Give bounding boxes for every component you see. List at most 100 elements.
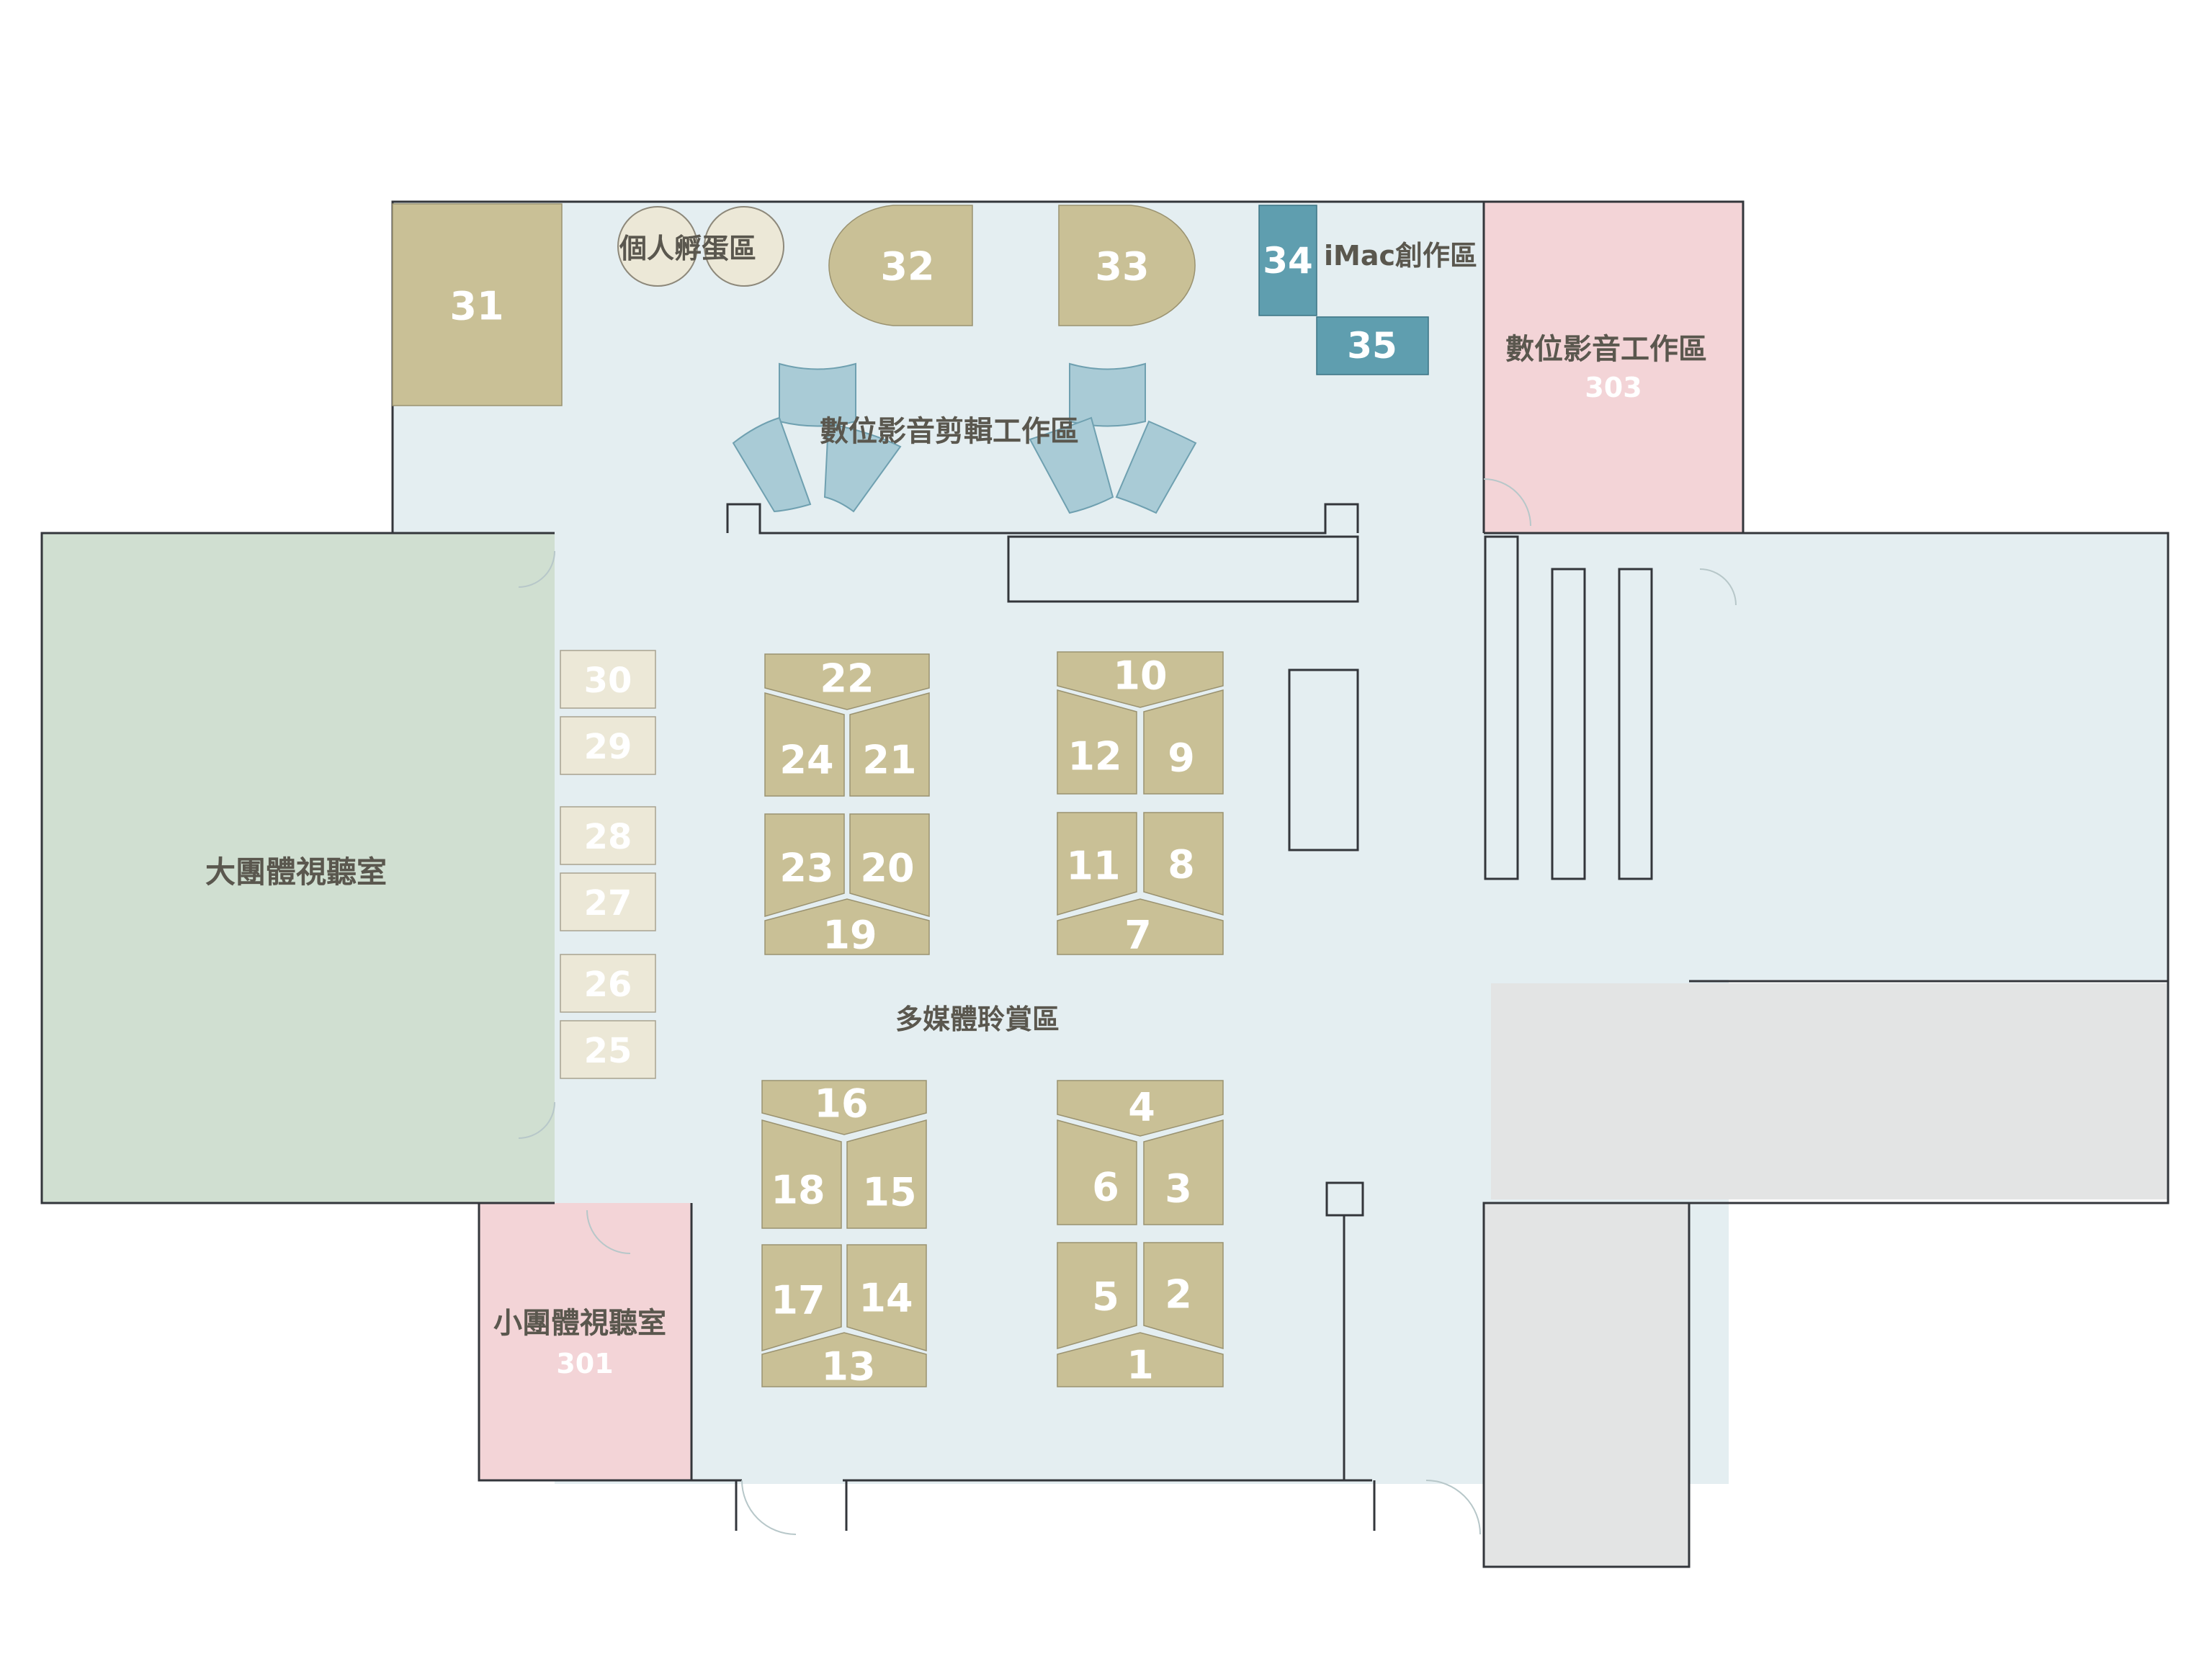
seat-number-11: 11 xyxy=(1066,844,1120,889)
listening-area-label: 多媒體聆賞區 xyxy=(895,1003,1060,1035)
studio-label: 數位影音工作區 xyxy=(1505,333,1707,366)
seat-22[interactable] xyxy=(764,653,930,710)
workstation-34[interactable] xyxy=(1258,205,1317,316)
seat-number-5: 5 xyxy=(1092,1274,1119,1320)
seat-number-18: 18 xyxy=(771,1168,825,1213)
seat-12[interactable] xyxy=(1057,689,1137,795)
shelf-2 xyxy=(1551,568,1586,880)
seat-numbers: 31 32 33 34 35 22 24 21 23 20 19 10 12 9… xyxy=(449,240,1397,1390)
workstation-33[interactable] xyxy=(1058,205,1196,326)
seat-number-4: 4 xyxy=(1128,1085,1155,1130)
seat-number-12: 12 xyxy=(1067,734,1121,779)
seat-number-9: 9 xyxy=(1168,735,1195,781)
seat-28[interactable] xyxy=(560,806,656,865)
seat-15[interactable] xyxy=(846,1119,927,1229)
seat-2[interactable] xyxy=(1143,1242,1224,1349)
side-cabinet xyxy=(1288,668,1359,851)
seat-21[interactable] xyxy=(849,692,930,797)
seat-number-23: 23 xyxy=(779,846,833,891)
seat-number-1: 1 xyxy=(1127,1343,1154,1388)
seat-number-31: 31 xyxy=(449,284,503,329)
seat-27[interactable] xyxy=(560,872,656,931)
seat-number-15: 15 xyxy=(862,1170,916,1215)
seat-number-25: 25 xyxy=(584,1031,632,1071)
seat-26[interactable] xyxy=(560,954,656,1013)
seat-19[interactable] xyxy=(764,898,930,955)
seat-number-22: 22 xyxy=(820,656,874,702)
seat-1[interactable] xyxy=(1057,1332,1224,1387)
seat-29[interactable] xyxy=(560,716,656,775)
seat-number-35: 35 xyxy=(1347,325,1397,367)
seat-number-20: 20 xyxy=(860,846,914,891)
seat-number-34: 34 xyxy=(1263,240,1313,282)
seat-16[interactable] xyxy=(761,1080,927,1135)
east-outline xyxy=(1484,532,2170,1204)
seat-number-24: 24 xyxy=(779,738,833,783)
small-av-room-number: 301 xyxy=(556,1348,613,1379)
seat-number-7: 7 xyxy=(1124,913,1152,958)
workstation-31[interactable] xyxy=(392,203,563,406)
imac-area-label: iMac創作區 xyxy=(1324,240,1477,272)
editing-chair[interactable] xyxy=(732,416,812,513)
door-arc xyxy=(1425,1480,1481,1535)
incubator-label: 個人孵蛋區 xyxy=(619,233,756,264)
seat-17[interactable] xyxy=(761,1244,842,1352)
seat-7[interactable] xyxy=(1057,898,1224,955)
small-av-room-fill[interactable] xyxy=(479,1203,691,1480)
seat-13[interactable] xyxy=(761,1332,927,1387)
editing-chair[interactable] xyxy=(1115,420,1197,514)
seat-number-32: 32 xyxy=(880,244,934,290)
doors xyxy=(518,478,1737,1535)
seat-number-17: 17 xyxy=(771,1278,825,1323)
seat-23[interactable] xyxy=(764,813,845,917)
door-arc xyxy=(1483,478,1531,527)
seat-number-13: 13 xyxy=(821,1344,875,1390)
seat-30[interactable] xyxy=(560,650,656,709)
seat-number-2: 2 xyxy=(1165,1272,1192,1318)
area-labels: 個人孵蛋區 iMac創作區 數位影音剪輯工作區 數位影音工作區 303 大團體視… xyxy=(205,233,1707,1379)
seat-10[interactable] xyxy=(1057,651,1224,708)
editing-area-label: 數位影音剪輯工作區 xyxy=(820,415,1079,448)
counter xyxy=(1007,535,1359,603)
seat-24[interactable] xyxy=(764,692,845,797)
door-arc xyxy=(518,550,555,588)
seat-number-28: 28 xyxy=(584,817,632,857)
seat-14[interactable] xyxy=(846,1244,927,1352)
editing-chair[interactable] xyxy=(1069,362,1146,427)
seat-number-26: 26 xyxy=(584,965,632,1005)
large-av-room-fill[interactable] xyxy=(42,533,555,1203)
seat-5[interactable] xyxy=(1057,1242,1137,1349)
seat-6[interactable] xyxy=(1057,1119,1137,1225)
seat-8[interactable] xyxy=(1143,812,1224,916)
seat-11[interactable] xyxy=(1057,812,1137,916)
seat-4[interactable] xyxy=(1057,1080,1224,1137)
seat-number-10: 10 xyxy=(1113,653,1167,699)
editing-chair[interactable] xyxy=(823,422,902,513)
seat-18[interactable] xyxy=(761,1119,842,1229)
shelf-3 xyxy=(1618,568,1653,880)
round-table[interactable] xyxy=(704,206,784,287)
round-table[interactable] xyxy=(617,206,698,287)
seat-9[interactable] xyxy=(1143,689,1224,795)
seat-number-19: 19 xyxy=(823,913,877,958)
door-arc xyxy=(586,1209,631,1254)
workstation-32[interactable] xyxy=(828,205,973,326)
seat-number-6: 6 xyxy=(1092,1165,1119,1210)
seat-25[interactable] xyxy=(560,1020,656,1079)
seat-number-3: 3 xyxy=(1165,1166,1192,1212)
workstation-35[interactable] xyxy=(1316,316,1429,375)
seat-number-29: 29 xyxy=(584,727,632,767)
seat-number-27: 27 xyxy=(584,883,632,924)
south-gray-room xyxy=(1484,1203,1689,1567)
editing-chair[interactable] xyxy=(1029,416,1114,514)
editing-chair[interactable] xyxy=(779,362,856,427)
seat-20[interactable] xyxy=(849,813,930,917)
large-room-outline xyxy=(40,532,555,1204)
seat-3[interactable] xyxy=(1143,1119,1224,1225)
shelf-1 xyxy=(1484,535,1519,880)
incubator-tables xyxy=(617,206,784,287)
small-av-room-label: 小團體視聽室 xyxy=(493,1307,666,1340)
east-upper-floor xyxy=(1484,533,2168,980)
studio-room-fill[interactable] xyxy=(1484,202,1743,533)
